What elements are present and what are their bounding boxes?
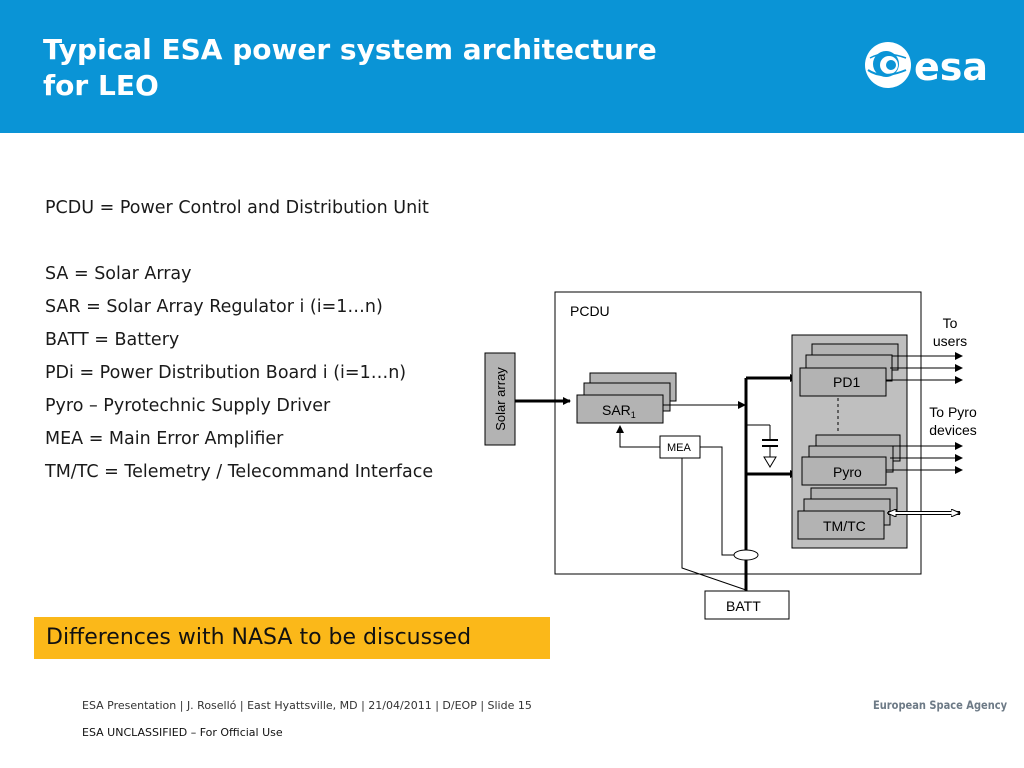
to-pyro-label-1: To Pyro: [929, 404, 977, 420]
definition-item: BATT = Battery: [45, 330, 180, 350]
to-users-label-2: users: [933, 333, 967, 349]
ground-icon: [763, 456, 777, 468]
footer-agency-name: European Space Agency: [873, 698, 1008, 712]
esa-logo-emblem-icon: [865, 42, 911, 88]
pyro-label: Pyro: [833, 464, 862, 480]
footer-classification: ESA UNCLASSIFIED – For Official Use: [82, 726, 283, 739]
callout-text: Differences with NASA to be discussed: [46, 625, 472, 650]
solar-array-label: Solar array: [493, 367, 508, 431]
tmtc-box: [797, 510, 885, 540]
definition-item: TM/TC = Telemetry / Telecommand Interfac…: [45, 462, 434, 482]
battery-label: BATT: [726, 598, 761, 614]
pd1-box: [799, 367, 887, 397]
definition-item: PDi = Power Distribution Board i (i=1…n): [45, 363, 407, 383]
to-users-label-1: To: [943, 315, 958, 331]
pyro-box: [801, 456, 887, 486]
to-pyro-label-2: devices: [929, 422, 976, 438]
power-architecture-diagram: PCDU Solar array SAR1 PD1 Pyro TM/TC: [484, 291, 977, 620]
battery-box: [704, 590, 790, 620]
definition-item: SAR = Solar Array Regulator i (i=1…n): [45, 297, 383, 317]
callout-banner: Differences with NASA to be discussed: [34, 617, 550, 659]
definitions-list: PCDU = Power Control and Distribution Un…: [45, 196, 433, 493]
definition-item: Pyro – Pyrotechnic Supply Driver: [45, 396, 331, 416]
title-line-2: for LEO: [43, 69, 159, 102]
tmtc-label: TM/TC: [823, 518, 866, 534]
slide-title: Typical ESA power system architecture fo…: [43, 32, 657, 104]
pd1-label: PD1: [833, 374, 860, 390]
pcdu-label: PCDU: [570, 303, 610, 319]
footer-presentation-line: ESA Presentation | J. Roselló | East Hya…: [82, 699, 532, 712]
solar-array-box: [484, 352, 516, 446]
current-sensor-icon: [733, 549, 759, 561]
mea-to-battery-line: [681, 458, 747, 591]
sar-box: [576, 394, 664, 424]
sar-label: SAR1: [602, 402, 636, 420]
mea-to-sensor-line: [700, 446, 738, 556]
slide-header: [0, 0, 1024, 133]
definition-item: SA = Solar Array: [45, 264, 192, 284]
title-line-1: Typical ESA power system architecture: [43, 33, 657, 66]
definition-item: MEA = Main Error Amplifier: [45, 429, 284, 449]
definition-item: PCDU = Power Control and Distribution Un…: [45, 198, 429, 218]
esa-logo: esa: [865, 42, 988, 89]
mea-to-sar-line: [616, 425, 660, 448]
mea-label: MEA: [667, 442, 692, 454]
esa-logo-text: esa: [914, 45, 988, 89]
